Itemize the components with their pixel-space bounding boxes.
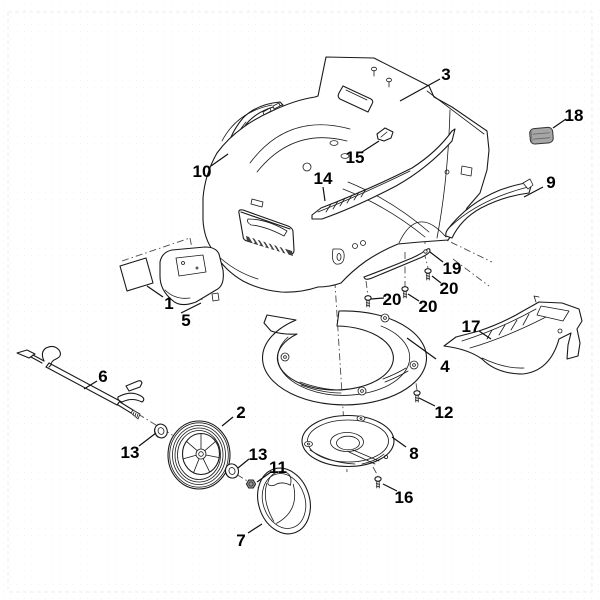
part-plug <box>529 126 554 145</box>
part-axle <box>16 345 145 420</box>
leader-18 <box>552 118 567 129</box>
part-label-12: 12 <box>435 403 454 422</box>
part-label-15: 15 <box>346 148 365 167</box>
part-label-14: 14 <box>314 169 333 188</box>
part-label-18: 18 <box>565 106 584 125</box>
leader-15 <box>361 140 380 153</box>
part-bushing-right <box>224 463 240 479</box>
leader-16 <box>382 483 398 492</box>
leader-9 <box>523 186 544 198</box>
part-hubcap <box>257 467 311 535</box>
part-label-19: 19 <box>443 259 462 278</box>
part-label-16: 16 <box>395 488 414 507</box>
leader-2 <box>221 416 234 427</box>
screw-20-left <box>364 295 372 308</box>
part-nut <box>245 479 257 489</box>
part-label-3: 3 <box>441 65 450 84</box>
part-label-2: 2 <box>236 403 245 422</box>
part-baffle-ring <box>261 310 428 406</box>
part-chute <box>443 295 583 375</box>
part-label-9: 9 <box>546 173 555 192</box>
part-label-20-right: 20 <box>440 279 459 298</box>
leader-4 <box>406 337 437 360</box>
leader-7 <box>247 523 263 534</box>
part-rear-deflector <box>445 178 534 239</box>
screw-12 <box>413 390 421 403</box>
ring-holes <box>280 313 419 396</box>
leader-1 <box>146 285 164 298</box>
part-label-7: 7 <box>236 531 245 550</box>
part-label-8: 8 <box>409 444 418 463</box>
part-label-5: 5 <box>181 311 190 330</box>
part-label-17: 17 <box>462 317 481 336</box>
housing-emblem <box>250 198 264 208</box>
part-housing <box>202 56 490 293</box>
leader-20a <box>431 275 442 284</box>
leader-11 <box>256 471 272 483</box>
leader-13b <box>237 458 250 469</box>
part-label-20-left: 20 <box>383 290 402 309</box>
leader-17 <box>478 330 492 340</box>
part-label-1: 1 <box>164 294 173 313</box>
leader-5 <box>180 302 202 314</box>
leader-12 <box>418 397 436 407</box>
part-label-20-middle: 20 <box>419 297 438 316</box>
part-label-13-left: 13 <box>121 443 140 462</box>
leader-19 <box>429 251 444 263</box>
callout-labels: 1 2 3 4 5 6 7 8 9 10 11 12 13 13 14 15 1… <box>98 65 583 550</box>
screw-20-right <box>424 268 432 281</box>
leader-20c <box>407 293 420 302</box>
part-wheel <box>167 420 231 490</box>
leader-13a <box>138 432 157 447</box>
housing-grille <box>238 209 295 256</box>
part-label-11: 11 <box>269 458 287 477</box>
leader-20b <box>370 297 385 300</box>
leader-lines <box>83 78 567 534</box>
part-cover <box>159 246 224 306</box>
leader-3 <box>399 78 441 102</box>
screw-16 <box>374 476 382 489</box>
leader-8 <box>391 436 407 448</box>
leader-14 <box>322 186 326 202</box>
part-label-4: 4 <box>440 357 450 376</box>
part-rail <box>311 128 456 220</box>
part-label-plate <box>119 257 154 292</box>
leader-10 <box>210 153 229 167</box>
part-label-13-right: 13 <box>249 445 268 464</box>
part-trim-strip <box>363 248 431 280</box>
screw-20-middle <box>401 286 409 299</box>
leader-6 <box>83 380 98 390</box>
part-belt-cover <box>301 414 395 468</box>
part-clip <box>376 127 394 142</box>
page-border <box>7 11 593 593</box>
part-label-6: 6 <box>98 367 107 386</box>
part-label-10: 10 <box>193 162 212 181</box>
